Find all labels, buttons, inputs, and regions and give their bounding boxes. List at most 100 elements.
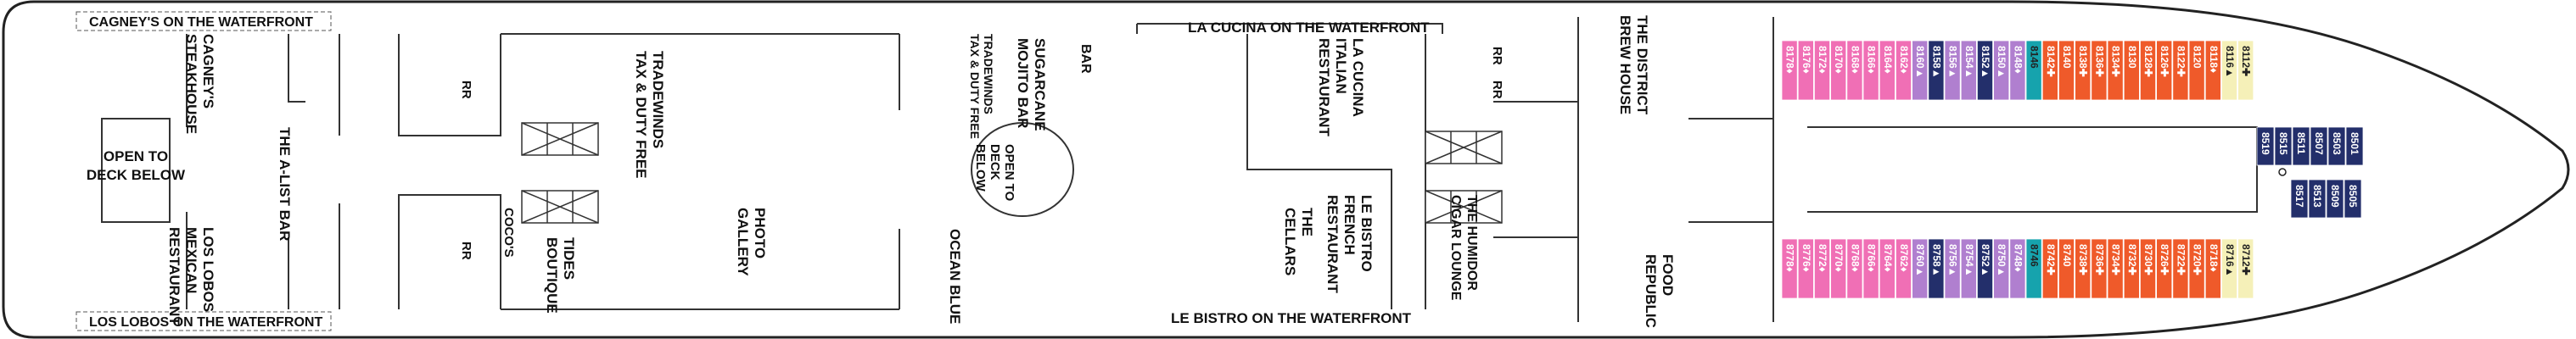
cabin-8146[interactable] — [2025, 40, 2042, 101]
cabin-8732[interactable] — [2123, 238, 2140, 299]
cabin-label-8130: 8130 — [2126, 46, 2138, 69]
tides-boutique-line1: TIDES — [561, 237, 577, 280]
cabin-8722[interactable] — [2172, 238, 2189, 299]
cabin-8168[interactable] — [1846, 40, 1863, 101]
cabin-label-8756: 8756▲ — [1947, 244, 1959, 277]
cabin-8772[interactable] — [1813, 238, 1830, 299]
cabin-8505[interactable] — [2344, 179, 2362, 219]
cabin-8716[interactable] — [2220, 238, 2237, 299]
cabin-8150[interactable] — [1993, 40, 2010, 101]
cabin-8140[interactable] — [2058, 40, 2075, 101]
cabin-8116[interactable] — [2220, 40, 2237, 101]
cabin-8160[interactable] — [1912, 40, 1929, 101]
cabin-8170[interactable] — [1830, 40, 1847, 101]
cabin-label-8170: 8170♦ — [1833, 46, 1845, 74]
cabin-8136[interactable] — [2091, 40, 2108, 101]
cabin-8507[interactable] — [2310, 126, 2328, 166]
cabin-8176[interactable] — [1797, 40, 1814, 101]
cagneys-waterfront-label: CAGNEY'S ON THE WATERFRONT — [89, 15, 313, 30]
cabin-8128[interactable] — [2139, 40, 2156, 101]
cabin-8120[interactable] — [2188, 40, 2205, 101]
open-deck-center-line3: BELOW — [973, 144, 988, 192]
cabin-8748[interactable] — [2009, 238, 2026, 299]
los-lobos-line3: RESTAURANT — [166, 227, 182, 325]
cabin-8736[interactable] — [2091, 238, 2108, 299]
cabin-8776[interactable] — [1797, 238, 1814, 299]
cabin-8515[interactable] — [2274, 126, 2293, 166]
cabin-8768[interactable] — [1846, 238, 1863, 299]
cabin-8746[interactable] — [2025, 238, 2042, 299]
cabin-8752[interactable] — [1976, 238, 1993, 299]
cabin-8158[interactable] — [1928, 40, 1945, 101]
la-cucina-line2: ITALIAN — [1333, 38, 1349, 94]
cabin-8122[interactable] — [2172, 40, 2189, 101]
cabin-label-8122: 8122✚ — [2175, 46, 2187, 77]
cabin-8511[interactable] — [2292, 126, 2310, 166]
cabin-8112[interactable] — [2237, 40, 2254, 101]
cabin-8519[interactable] — [2256, 126, 2275, 166]
cabin-label-8513: 8513 — [2311, 185, 2323, 208]
cabin-8764[interactable] — [1879, 238, 1896, 299]
cabin-8740[interactable] — [2058, 238, 2075, 299]
cabin-8754[interactable] — [1960, 238, 1977, 299]
cabin-8778[interactable] — [1781, 238, 1798, 299]
cabin-label-8501: 8501 — [2349, 132, 2360, 155]
cabin-8162[interactable] — [1895, 40, 1912, 101]
cabin-label-8126: 8126✚ — [2159, 46, 2170, 77]
cabin-8164[interactable] — [1879, 40, 1896, 101]
cabin-label-8776: 8776♦ — [1800, 244, 1812, 272]
cabin-8178[interactable] — [1781, 40, 1798, 101]
cabin-8118[interactable] — [2204, 40, 2221, 101]
cabin-8756[interactable] — [1944, 238, 1961, 299]
le-bistro-waterfront-label: LE BISTRO ON THE WATERFRONT — [1171, 310, 1412, 326]
cabin-8766[interactable] — [1862, 238, 1879, 299]
cabin-8742[interactable] — [2041, 238, 2058, 299]
cabin-8156[interactable] — [1944, 40, 1961, 101]
cabin-8148[interactable] — [2009, 40, 2026, 101]
cabin-8750[interactable] — [1993, 238, 2010, 299]
tides-boutique-line2: BOUTIQUE — [544, 237, 560, 314]
cabin-8718[interactable] — [2204, 238, 2221, 299]
cabin-label-8166: 8166♦ — [1866, 46, 1878, 74]
cabin-label-8168: 8168♦ — [1849, 46, 1861, 74]
los-lobos-waterfront-label: LOS LOBOS ON THE WATERFRONT — [89, 315, 322, 330]
cabin-8154[interactable] — [1960, 40, 1977, 101]
cabin-8720[interactable] — [2188, 238, 2205, 299]
la-cucina-waterfront-label: LA CUCINA ON THE WATERFRONT — [1188, 19, 1430, 36]
los-lobos-line1: LOS LOBOS — [200, 227, 216, 312]
cabin-label-8712: 8712✚ — [2240, 244, 2252, 275]
cabin-8501[interactable] — [2345, 126, 2364, 166]
center-connector-dot — [2278, 168, 2287, 176]
cabin-row-bottom: 8778♦8776♦8772♦8770♦8768♦8766♦8764♦8762♦… — [1781, 238, 2254, 299]
cabin-label-8742: 8742✚ — [2045, 244, 2057, 275]
cabin-8130[interactable] — [2123, 40, 2140, 101]
cabin-8513[interactable] — [2308, 179, 2327, 219]
cabin-8770[interactable] — [1830, 238, 1847, 299]
cabin-8712[interactable] — [2237, 238, 2254, 299]
cabin-label-8176: 8176♦ — [1800, 46, 1812, 74]
cabin-8126[interactable] — [2156, 40, 2173, 101]
tradewinds-line2: TAX & DUTY FREE — [633, 51, 649, 179]
cabin-8134[interactable] — [2107, 40, 2124, 101]
cabin-8738[interactable] — [2075, 238, 2092, 299]
cabin-8166[interactable] — [1862, 40, 1879, 101]
cabin-8142[interactable] — [2041, 40, 2058, 101]
cabin-8758[interactable] — [1928, 238, 1945, 299]
cabin-8734[interactable] — [2107, 238, 2124, 299]
cabin-8760[interactable] — [1912, 238, 1929, 299]
cabin-8503[interactable] — [2327, 126, 2346, 166]
cabin-8517[interactable] — [2290, 179, 2309, 219]
cabin-8172[interactable] — [1813, 40, 1830, 101]
le-bistro-line1: LE BISTRO — [1358, 195, 1375, 272]
cabin-8730[interactable] — [2139, 238, 2156, 299]
cabin-label-8138: 8138✚ — [2077, 46, 2089, 77]
cabin-8726[interactable] — [2156, 238, 2173, 299]
cabin-label-8150: 8150▲ — [1996, 46, 2008, 79]
cabin-8152[interactable] — [1976, 40, 1993, 101]
cagneys-waterfront-box — [76, 11, 332, 31]
cabin-8138[interactable] — [2075, 40, 2092, 101]
cabin-8762[interactable] — [1895, 238, 1912, 299]
rr-label-4: RR — [1490, 81, 1504, 99]
cabin-8509[interactable] — [2326, 179, 2344, 219]
